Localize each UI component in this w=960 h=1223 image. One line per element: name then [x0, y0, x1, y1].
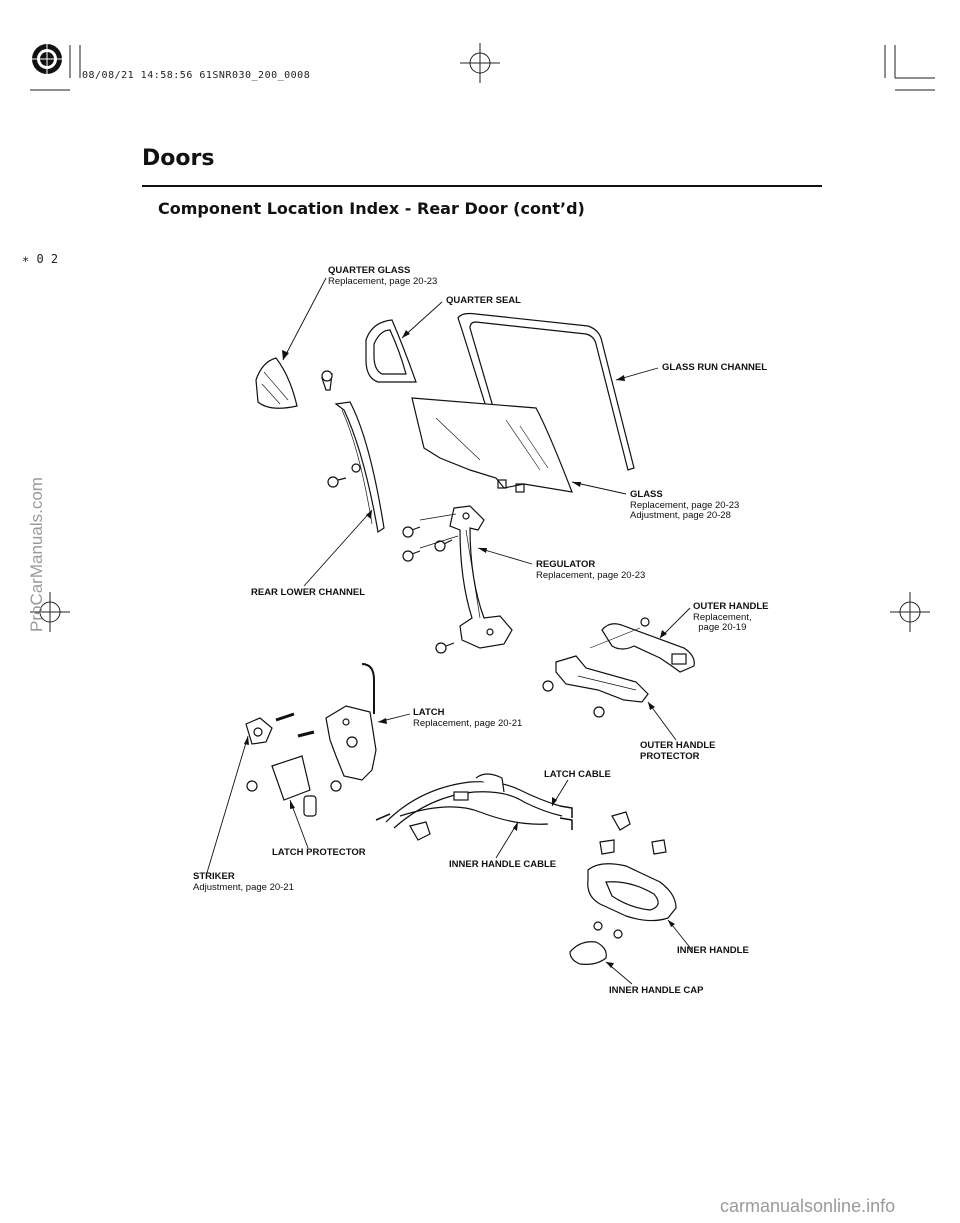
inner-handle-cap-part — [569, 941, 607, 965]
outer-handle-protector-part — [542, 627, 649, 718]
registration-target-icon — [30, 42, 64, 76]
inner-handle-clips — [599, 811, 667, 855]
label-glass: GLASS Replacement, page 20-23 Adjustment… — [630, 489, 740, 521]
latch-protector-part — [271, 755, 317, 817]
rear-lower-channel-part — [321, 370, 385, 534]
leader-arrowheads — [244, 330, 675, 968]
page-subtitle: Component Location Index - Rear Door (co… — [158, 199, 585, 218]
label-outer-handle: OUTER HANDLE Replacement, page 20-19 — [693, 601, 769, 633]
page-title: Doors — [142, 146, 215, 171]
quarter-glass-part — [255, 357, 298, 409]
print-stamp: 08/08/21 14:58:56 61SNR030_200_0008 — [82, 70, 311, 81]
label-latch-protector: LATCH PROTECTOR — [272, 847, 366, 858]
latch-and-handle-cables — [375, 773, 573, 841]
title-rule — [142, 185, 822, 187]
label-outer-handle-protector: OUTER HANDLE PROTECTOR — [640, 740, 716, 762]
label-striker: STRIKER Adjustment, page 20-21 — [193, 871, 294, 893]
label-rear-lower-channel: REAR LOWER CHANNEL — [251, 587, 365, 598]
margin-code: ∗ 0 2 — [22, 252, 59, 266]
label-latch: LATCH Replacement, page 20-21 — [413, 707, 523, 729]
outer-handle-part — [601, 617, 695, 673]
quarter-seal-part — [365, 319, 417, 383]
regulator-part — [419, 505, 513, 649]
glass-part — [411, 397, 573, 493]
striker-part — [245, 712, 315, 745]
fastener-bolts — [327, 476, 455, 654]
label-regulator: REGULATOR Replacement, page 20-23 — [536, 559, 646, 581]
label-inner-handle-cap: INNER HANDLE CAP — [609, 985, 704, 996]
latch-part — [246, 663, 377, 792]
glass-run-channel-part — [457, 312, 635, 471]
label-glass-run-channel: GLASS RUN CHANNEL — [662, 362, 768, 373]
label-quarter-seal: QUARTER SEAL — [446, 295, 521, 306]
footer-watermark: carmanualsonline.info — [720, 1196, 896, 1216]
label-inner-handle-cable: INNER HANDLE CABLE — [449, 859, 557, 870]
label-latch-cable: LATCH CABLE — [544, 769, 611, 780]
label-quarter-glass: QUARTER GLASS Replacement, page 20-23 — [328, 265, 438, 287]
inner-handle-part — [587, 863, 677, 939]
label-inner-handle: INNER HANDLE — [677, 945, 749, 956]
